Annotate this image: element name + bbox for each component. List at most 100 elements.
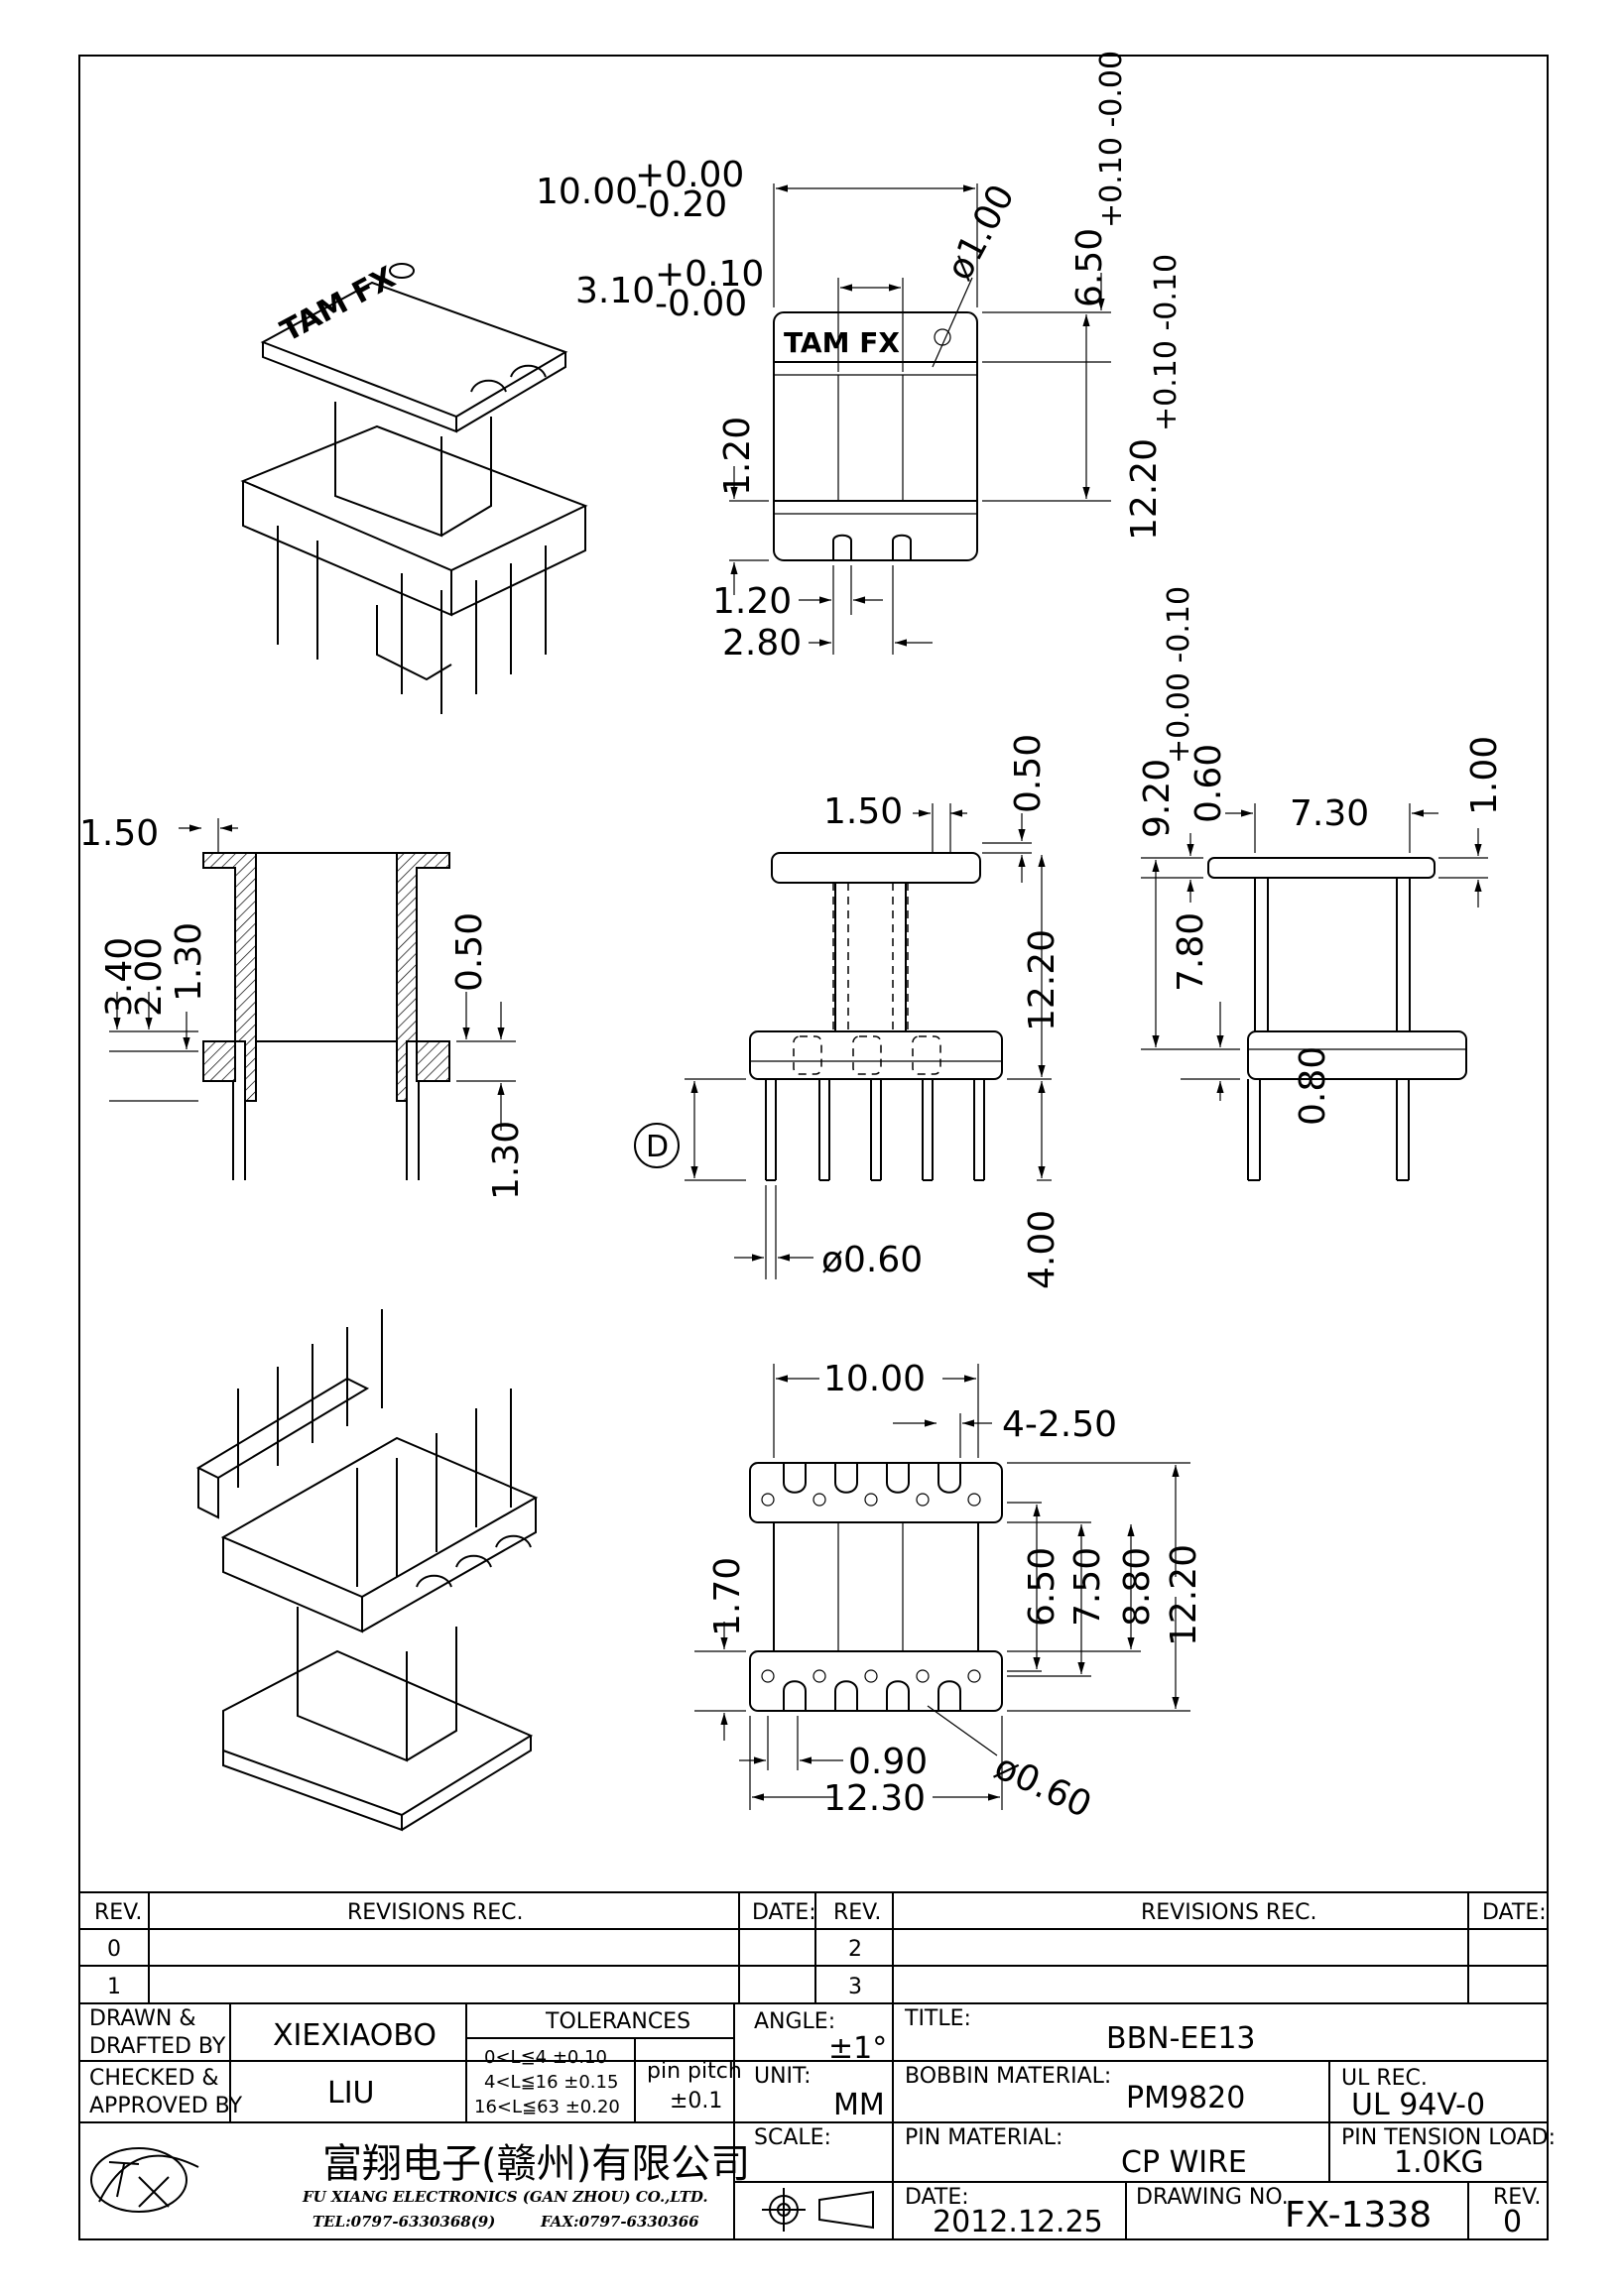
dim-400: 4.00 [1022,1210,1062,1289]
dim-b-060: ø0.60 [988,1747,1097,1826]
title-value: BBN-EE13 [1106,2021,1256,2056]
rev-row-1: 1 [107,1975,121,1999]
rev-row-3: 3 [848,1975,862,1999]
rev-row-2: 2 [848,1937,862,1962]
top-view [773,311,978,561]
dim-120-bottom: 1.20 [712,581,792,622]
revisions-header-1: REVISIONS REC. [347,1900,523,1925]
pin-tension-value: 1.0KG [1394,2145,1484,2180]
dim-060: 0.60 [1188,744,1229,823]
dim-080: 0.80 [1293,1046,1333,1126]
iso-logo-text: TAM FX [275,260,401,349]
front-view-middle-dims [685,803,1052,1279]
dim-b-650: 6.50 [1022,1547,1062,1627]
ul-rec-label: UL REC. [1341,2066,1428,2091]
checked-label-1: CHECKED & [89,2066,219,2091]
pin-pitch-value: ±0.1 [670,2089,722,2114]
dim-b-1230: 12.30 [823,1778,926,1819]
rev-header-2: REV. [833,1900,881,1925]
dim-920: 9.20 [1137,759,1178,838]
dim-050-mid: 0.50 [1008,734,1049,813]
dim-150-mid: 1.50 [823,791,903,832]
isometric-view-top [240,263,588,714]
dim-b-1000: 10.00 [823,1359,926,1399]
tolerances-header: TOLERANCES [545,2009,690,2034]
dim-b-090: 0.90 [848,1742,928,1782]
dim-920-tol: +0.00 -0.10 [1162,586,1196,764]
company-name-cn: 富翔电子(赣州)有限公司 [322,2141,750,2187]
rev-header-1: REV. [94,1900,142,1925]
scale-label: SCALE: [754,2125,831,2150]
dim-b-170: 1.70 [707,1557,748,1636]
tolerance-row-1: 0<L≦4 ±0.10 [484,2047,607,2068]
dim-b-4250: 4-2.50 [1002,1404,1117,1445]
dim-1220-tol: +0.10 -0.10 [1149,254,1184,431]
isometric-view-bottom [195,1309,539,1832]
company-tel: TEL:0797-6330368(9) [312,2213,495,2231]
drawn-value: XIEXIAOBO [273,2018,437,2053]
tolerance-row-2: 4<L≦16 ±0.15 [484,2072,618,2093]
pin-material-label: PIN MATERIAL: [905,2125,1062,2150]
dim-1220-mid: 12.20 [1022,929,1062,1031]
unit-label: UNIT: [754,2064,811,2089]
section-view-left [202,852,450,1180]
unit-value: MM [833,2088,885,2122]
dim-b-750: 7.50 [1067,1547,1108,1627]
dim-pin-dia: ø0.60 [821,1240,923,1280]
dim-130-a: 1.30 [169,922,209,1002]
company-name-en: FU XIANG ELECTRONICS (GAN ZHOU) CO.,LTD. [302,2188,708,2206]
top-view-dim-lines [729,183,1111,655]
dim-100: 1.00 [1464,736,1505,815]
dim-b-880: 8.80 [1117,1547,1158,1627]
dim-130-b: 1.30 [486,1121,527,1200]
dim-280: 2.80 [722,623,802,664]
dim-top-width-minus: -0.20 [635,184,727,225]
revisions-header-2: REVISIONS REC. [1141,1900,1316,1925]
dim-650-tol: +0.10 -0.00 [1094,51,1129,228]
dim-slot-minus: -0.00 [655,284,747,324]
angle-value: ±1° [828,2031,887,2066]
pin-pitch-label: pin pitch [647,2059,742,2084]
ul-rec-value: UL 94V-0 [1351,2088,1485,2122]
rev-value: 0 [1503,2205,1522,2239]
bobbin-material-value: PM9820 [1126,2081,1245,2115]
dim-top-width-plus: +0.00 [635,155,744,195]
company-logo [90,2147,199,2213]
company-fax: FAX:0797-6330366 [540,2213,699,2231]
bobbin-material-label: BOBBIN MATERIAL: [905,2064,1111,2089]
dim-050-a: 0.50 [449,912,490,992]
dim-b-1220: 12.20 [1164,1544,1204,1646]
drawn-label-2: DRAFTED BY [89,2034,226,2059]
section-view-left-dims [109,818,516,1131]
dim-120-side: 1.20 [717,417,758,496]
dim-slot-width: 3.10 [575,271,655,311]
rev-row-0: 0 [107,1937,121,1962]
detail-d-marker [634,1123,680,1168]
bottom-view-dims [694,1364,1190,1810]
checked-label-2: APPROVED BY [89,2094,243,2118]
date-value: 2012.12.25 [933,2205,1103,2239]
pin-material-value: CP WIRE [1121,2145,1247,2180]
dim-340: 3.40 [99,937,140,1017]
top-view-logo: TAM FX [784,326,900,359]
rev-label: REV. [1493,2185,1541,2210]
dim-1220: 12.20 [1124,438,1165,541]
pin-tension-label: PIN TENSION LOAD: [1341,2125,1556,2150]
date-label: DATE: [905,2185,969,2210]
drawing-no-value: FX-1338 [1285,2195,1432,2236]
title-label: TITLE: [904,2006,971,2031]
checked-value: LIU [327,2076,375,2111]
date-header-1: DATE: [752,1900,816,1925]
side-view-right [1207,857,1467,1181]
dim-650: 6.50 [1069,228,1110,307]
drawing-border [78,55,1549,2240]
dim-200: 2.00 [129,937,170,1017]
projection-symbol [762,2188,874,2232]
tolerance-row-3: 16<L≦63 ±0.20 [474,2097,620,2117]
dim-730: 7.30 [1290,793,1369,834]
dim-780: 7.80 [1171,912,1211,992]
drawing-no-label: DRAWING NO. [1136,2185,1289,2210]
side-view-right-dims [1141,803,1488,1101]
dim-hole-dia: ø1.00 [939,179,1023,287]
